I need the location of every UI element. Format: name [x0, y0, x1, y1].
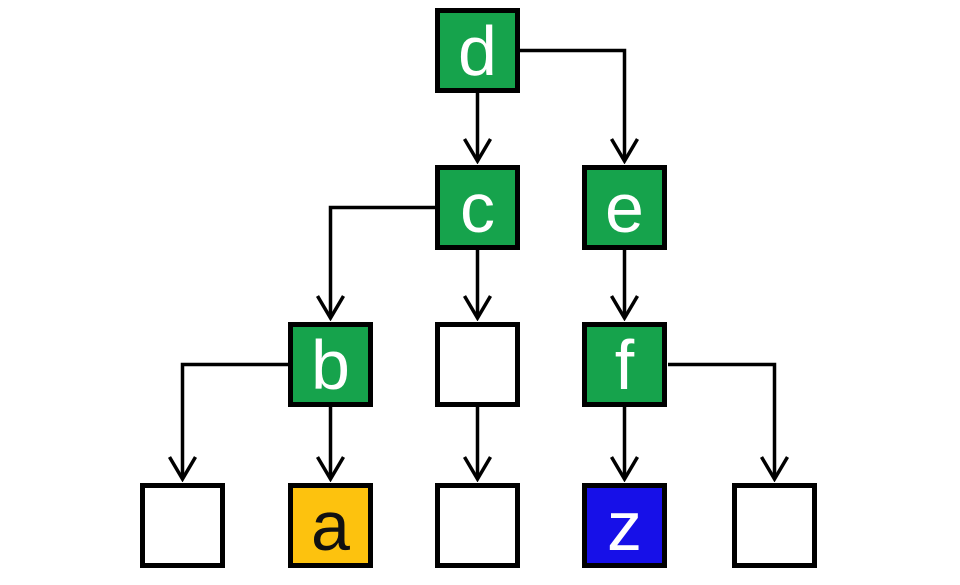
- tree-node-d: d: [435, 8, 520, 93]
- tree-node-z: z: [582, 483, 667, 568]
- tree-node-e: e: [582, 165, 667, 250]
- edge-d-e: [520, 48, 625, 162]
- node-label: a: [311, 486, 350, 565]
- node-label: z: [607, 486, 642, 565]
- node-label: b: [311, 325, 350, 404]
- tree-node-f: f: [582, 322, 667, 407]
- edge-c-b: [331, 205, 435, 319]
- tree-node-c: c: [435, 165, 520, 250]
- tree-node-empty-bottom-left: [140, 483, 225, 568]
- edge-b-empty-bottom-left: [183, 362, 288, 480]
- node-label: f: [614, 325, 635, 404]
- node-label: c: [460, 168, 495, 247]
- tree-node-empty-mid: [435, 322, 520, 407]
- edge-f-empty-bottom-right: [668, 362, 775, 480]
- tree-node-empty-bottom-mid: [435, 483, 520, 568]
- tree-node-empty-bottom-right: [732, 483, 817, 568]
- tree-node-a: a: [288, 483, 373, 568]
- node-label: e: [605, 168, 644, 247]
- node-label: d: [458, 11, 497, 90]
- tree-node-b: b: [288, 322, 373, 407]
